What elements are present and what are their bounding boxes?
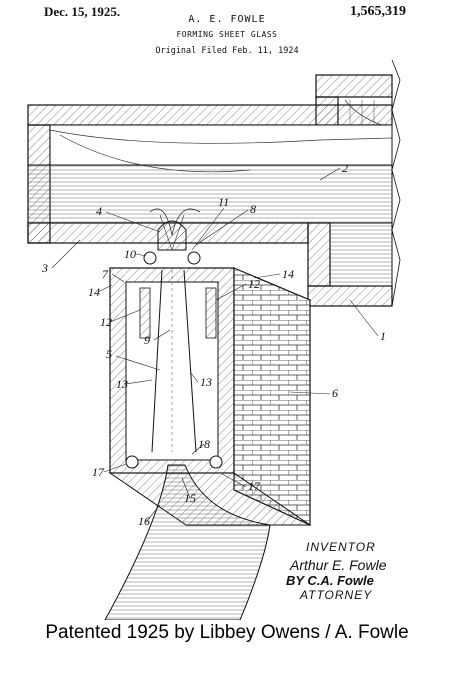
- label-8: 8: [250, 202, 256, 216]
- attorney-signature: BY C.A. Fowle: [286, 573, 374, 588]
- label-12a: 12: [100, 315, 112, 329]
- label-16: 16: [138, 514, 150, 528]
- inventor-signature: Arthur E. Fowle: [290, 557, 387, 573]
- label-17b: 17: [248, 479, 261, 493]
- label-10: 10: [124, 247, 136, 261]
- label-11: 11: [218, 195, 229, 209]
- label-9: 9: [144, 333, 150, 347]
- label-17a: 17: [92, 465, 105, 479]
- label-6: 6: [332, 386, 338, 400]
- patent-drawing: 1 2 3 4 5 6 7 8 9 10 11 12 12 13 13 14 1…: [27, 60, 401, 620]
- patent-date: Dec. 15, 1925.: [44, 4, 121, 19]
- attorney-label: ATTORNEY: [300, 588, 373, 602]
- label-2: 2: [342, 161, 348, 175]
- label-5: 5: [106, 347, 112, 361]
- image-caption: Patented 1925 by Libbey Owens / A. Fowle: [45, 622, 409, 643]
- label-13a: 13: [116, 377, 128, 391]
- label-7: 7: [102, 267, 109, 281]
- inventor-label: INVENTOR: [306, 540, 376, 554]
- leader-lines: [51, 167, 379, 523]
- glass-sheet: [104, 464, 271, 620]
- patent-number: 1,565,319: [350, 4, 406, 19]
- label-1: 1: [380, 329, 386, 343]
- melting-tank: [27, 60, 401, 307]
- drawing-slot: [143, 208, 201, 265]
- label-12b: 12: [248, 277, 260, 291]
- label-14b: 14: [282, 267, 294, 281]
- label-3: 3: [41, 261, 48, 275]
- forming-chamber: [108, 267, 312, 526]
- patent-title: FORMING SHEET GLASS: [176, 30, 278, 39]
- inventor-name: A. E. FOWLE: [188, 14, 266, 25]
- label-4: 4: [96, 204, 102, 218]
- filed-date: Original Filed Feb. 11, 1924: [155, 46, 299, 56]
- label-14a: 14: [88, 285, 100, 299]
- reference-numerals: 1 2 3 4 5 6 7 8 9 10 11 12 12 13 13 14 1…: [41, 161, 386, 528]
- label-13b: 13: [200, 375, 212, 389]
